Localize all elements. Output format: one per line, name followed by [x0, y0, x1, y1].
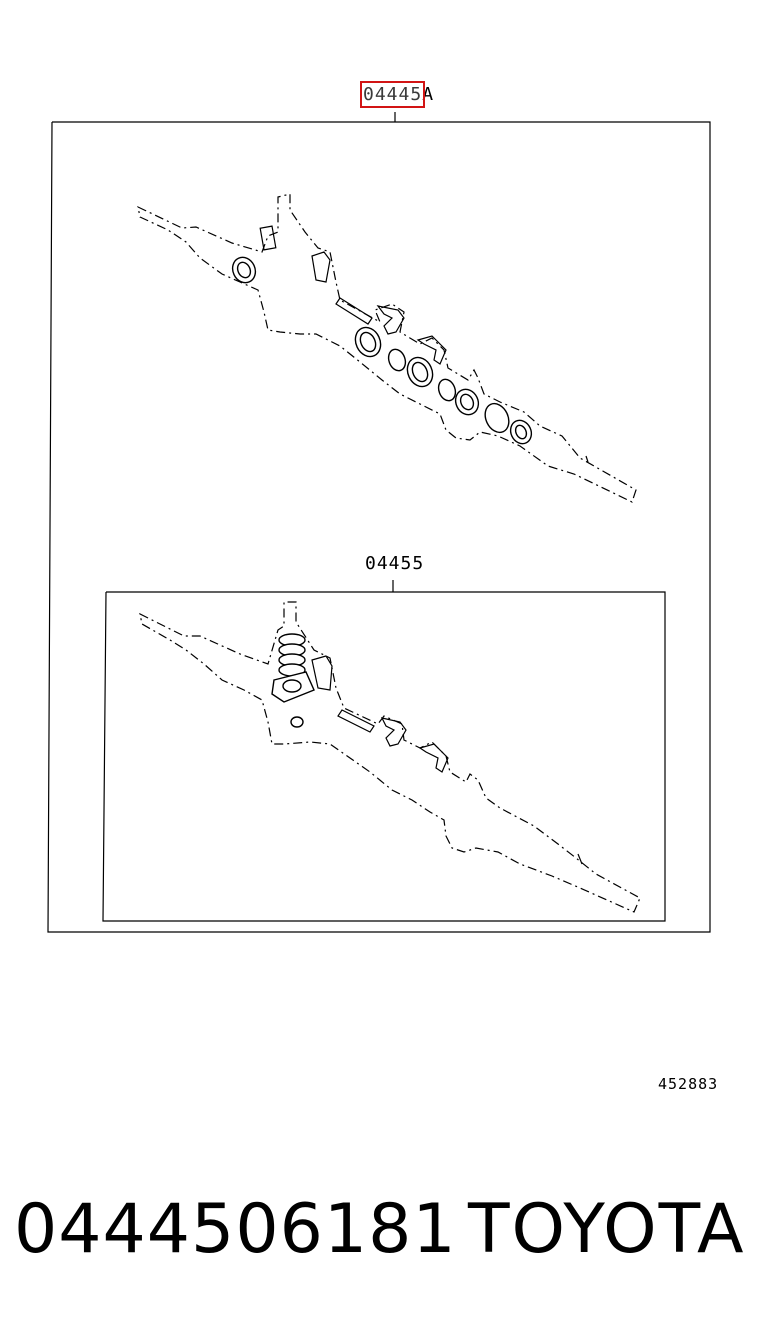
highlighted-part-code[interactable]: 04445 — [359, 81, 426, 108]
kit-suffix: A — [422, 84, 435, 105]
seal-rings-upper — [231, 256, 533, 445]
steering-rack-upper — [137, 193, 637, 503]
subkit-callout-04455: 04455 — [365, 553, 425, 574]
steering-rack-lower — [139, 601, 641, 913]
diagram-reference-number: 452883 — [658, 1075, 719, 1093]
seal-rings-lower — [271, 633, 315, 728]
kit-callout-04445A: 04445A — [359, 81, 435, 108]
outer-kit-frame — [47, 112, 711, 933]
brand-name: TOYOTA — [468, 1190, 746, 1269]
part-number: 0444506181 — [14, 1190, 457, 1269]
inner-kit-frame — [102, 580, 666, 922]
